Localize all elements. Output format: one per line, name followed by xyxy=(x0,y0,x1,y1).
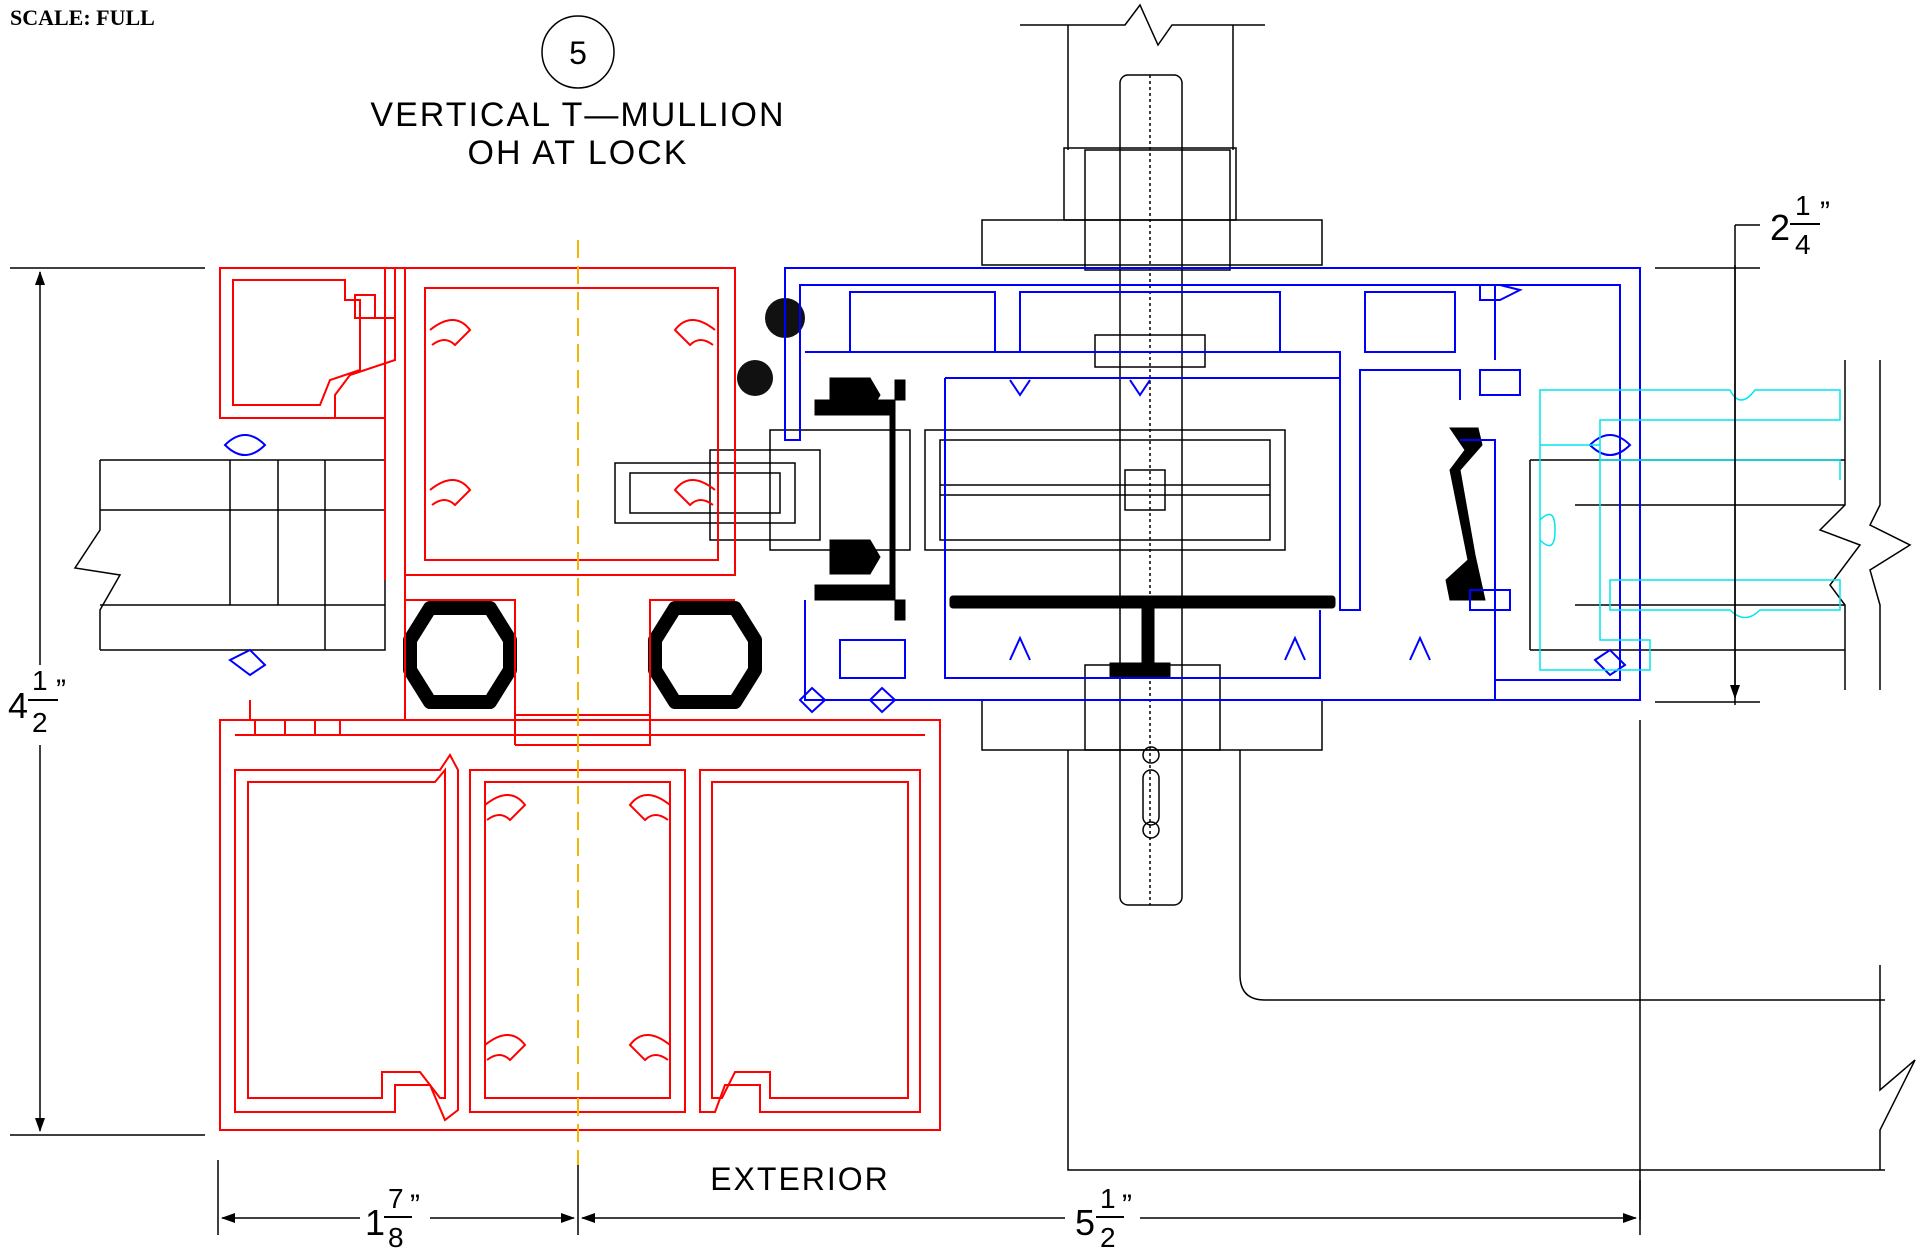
bolt-tee xyxy=(1141,599,1155,666)
exterior-label: EXTERIOR xyxy=(710,1161,890,1197)
detail-title-line2: OH AT LOCK xyxy=(468,134,689,172)
dim-overall-height: 4 1 2 ” xyxy=(8,665,66,738)
thermal-gasket-right xyxy=(648,601,762,709)
dim-width-num: 1 xyxy=(1100,1183,1116,1214)
bolt-tee-cap xyxy=(1109,662,1171,678)
adjacent-leaf xyxy=(1539,389,1841,671)
dimension-lines xyxy=(10,224,1760,1235)
left-door-gasket xyxy=(829,377,881,575)
mullion-frame xyxy=(219,267,941,1131)
dim-mullion-den: 8 xyxy=(388,1222,404,1249)
dim-depth-den: 4 xyxy=(1795,229,1811,260)
right-door-gasket xyxy=(1445,427,1486,601)
dim-height-num: 1 xyxy=(32,665,48,696)
detail-number-bubble xyxy=(541,15,615,89)
dim-depth-unit: ” xyxy=(1820,196,1830,229)
dim-depth-whole: 2 xyxy=(1770,207,1790,248)
dim-mullion-num: 7 xyxy=(388,1183,404,1214)
dim-width-whole: 5 xyxy=(1075,1202,1095,1243)
weather-seal-lower xyxy=(737,360,773,396)
dim-depth-num: 1 xyxy=(1795,190,1811,221)
dim-mullion-whole: 1 xyxy=(365,1202,385,1243)
detail-callout: 5 VERTICAL T—MULLION OH AT LOCK xyxy=(370,15,785,172)
door-stile xyxy=(223,267,1641,714)
dim-door-depth: 2 1 4 ” xyxy=(1770,190,1830,260)
dim-width-den: 2 xyxy=(1100,1222,1116,1249)
dim-height-den: 2 xyxy=(32,707,48,738)
dim-overall-width: 5 1 2 ” xyxy=(1075,1183,1132,1249)
dim-mullion-unit: ” xyxy=(410,1189,420,1222)
detail-title-line1: VERTICAL T—MULLION xyxy=(370,96,785,134)
thermal-gasket-left xyxy=(403,601,517,709)
keeper-bracket xyxy=(814,379,906,621)
dim-width-unit: ” xyxy=(1122,1189,1132,1222)
structure-outline xyxy=(73,3,1916,1220)
scale-label: SCALE: FULL xyxy=(10,5,155,30)
lock-hardware xyxy=(814,377,1486,678)
dim-height-unit: ” xyxy=(56,674,66,707)
dim-mullion-width: 1 7 8 ” xyxy=(365,1183,420,1249)
dim-height-whole: 4 xyxy=(8,685,28,726)
detail-number: 5 xyxy=(569,35,587,71)
